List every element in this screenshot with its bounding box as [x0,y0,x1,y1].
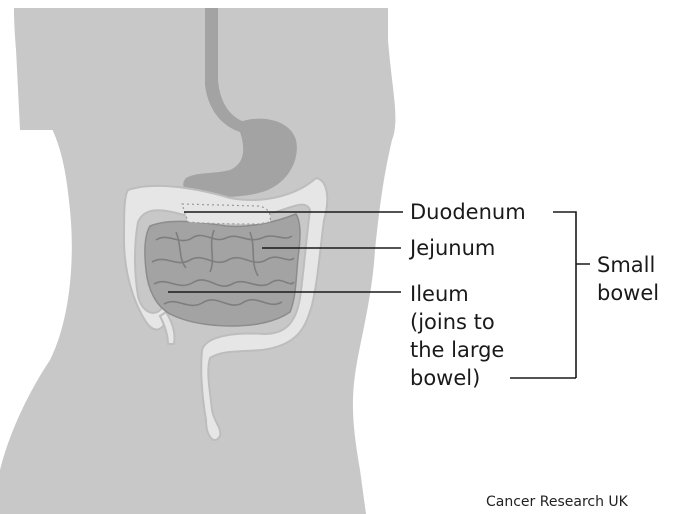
credit-text: Cancer Research UK [486,494,629,510]
jejunum-label: Jejunum [408,236,495,260]
small-bowel-label-line-1: Small [597,253,655,277]
duodenum-region [182,204,270,224]
duodenum-label: Duodenum [410,200,526,224]
small-bowel-bracket [553,212,590,378]
small-bowel-label-line-2: bowel [597,281,659,305]
ileum-label-line-3: the large [410,338,504,362]
small-bowel-coils [145,214,300,326]
ileum-label-line-4: bowel) [410,366,480,390]
ileum-label-line-1: Ileum [410,282,469,306]
ileum-label-line-2: (joins to [410,310,495,334]
body-torso-upper [14,8,388,130]
